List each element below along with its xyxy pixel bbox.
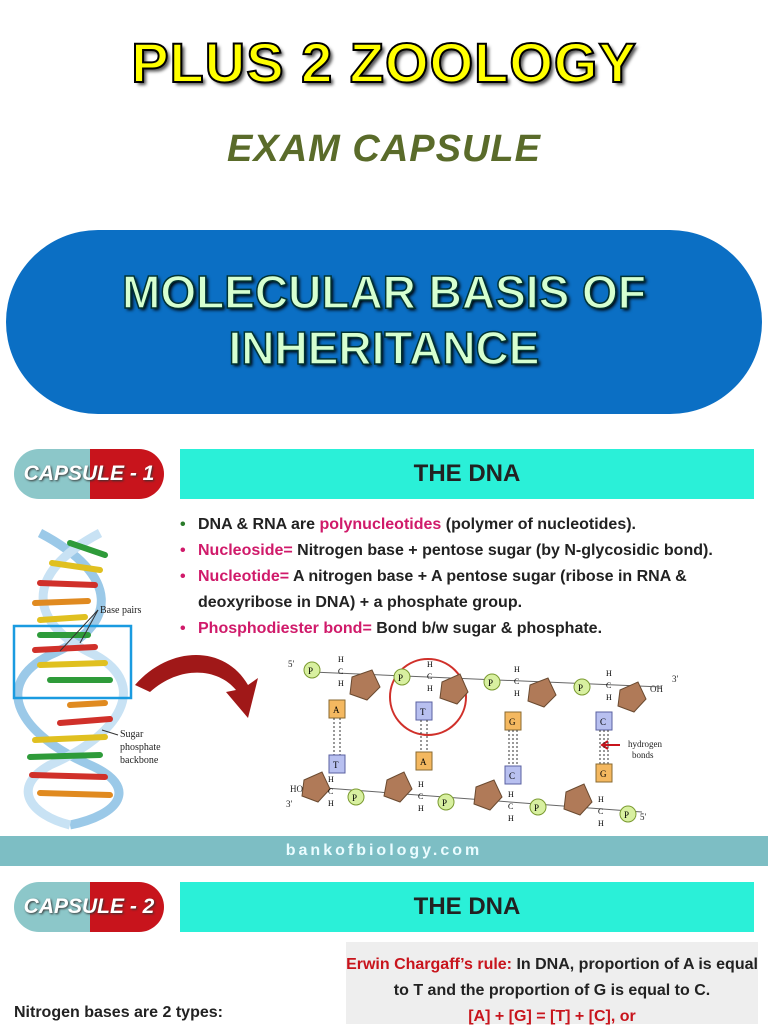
svg-text:H: H [598,819,604,828]
svg-text:C: C [514,677,519,686]
svg-text:P: P [578,683,583,693]
capsule-1-heading: THE DNA [180,449,754,499]
svg-text:H: H [606,669,612,678]
svg-text:T: T [420,707,426,717]
svg-text:P: P [488,678,493,688]
strand-label-5-bottom: 5′ [640,812,647,822]
strand-label-3-bottom: 3′ [286,799,293,809]
capsule-2-heading: THE DNA [180,882,754,932]
svg-text:H: H [338,655,344,664]
svg-text:H: H [514,665,520,674]
page-subtitle: EXAM CAPSULE [227,128,541,170]
svg-text:P: P [308,666,313,676]
capsule-1-bullets: DNA & RNA are polynucleotides (polymer o… [176,512,766,642]
backbone-label-3: backbone [120,755,159,766]
capsule-1-tag: CAPSULE - 1 [14,449,164,499]
svg-text:A: A [420,757,427,767]
svg-text:C: C [509,771,515,781]
svg-text:H: H [338,679,344,688]
capsule-2-tag: CAPSULE - 2 [14,882,164,932]
nitrogen-bases-heading: Nitrogen bases are 2 types: [14,1004,223,1021]
hydrogen-label: hydrogen [628,739,662,749]
strand-label-3-top: 3′ [672,674,679,684]
svg-text:C: C [606,681,611,690]
svg-text:C: C [338,667,343,676]
svg-text:H: H [427,660,433,669]
chargaff-rule-body: In DNA, proportion of A is equal to T an… [393,956,758,999]
svg-text:H: H [418,780,424,789]
svg-text:H: H [514,689,520,698]
svg-text:T: T [333,760,339,770]
chargaff-rule-formula: [A] + [G] = [T] + [C], or [468,1008,636,1025]
chargaff-rule-box [346,942,758,1024]
svg-text:P: P [442,798,447,808]
svg-text:P: P [352,793,357,803]
svg-text:H: H [508,790,514,799]
dna-helix-illustration: Base pairs Sugar phosphate backbone [12,529,161,830]
topic-line-2: INHERITANCE [228,321,540,375]
svg-text:H: H [427,684,433,693]
backbone-label-2: phosphate [120,742,161,753]
svg-text:C: C [600,717,606,727]
svg-text:P: P [624,810,629,820]
svg-text:H: H [328,799,334,808]
top-strand: P H C H A P H C H T P H C H G [303,655,663,731]
bottom-strand: T H C H P A H C H P C H C H P G H C H P [301,751,643,828]
dna-strand-diagram: 5′ 3′ OH HO 3′ 5′ hydrogen bonds P H C H… [286,655,679,828]
capsule-1-label: CAPSULE - 1 [23,462,155,485]
watermark-band: bankofbiology.com [0,836,768,866]
svg-text:H: H [598,795,604,804]
capsule-2-label: CAPSULE - 2 [23,895,155,918]
svg-text:H: H [508,814,514,823]
backbone-label-1: Sugar [120,729,144,740]
svg-text:C: C [598,807,603,816]
topic-line-1: MOLECULAR BASIS OF [121,265,646,319]
svg-text:H: H [606,693,612,702]
svg-text:C: C [328,787,333,796]
svg-text:A: A [333,705,340,715]
svg-text:P: P [534,803,539,813]
svg-text:C: C [508,802,513,811]
svg-text:G: G [509,717,516,727]
chargaff-rule-title: Erwin Chargaff’s rule: [346,956,513,973]
topic-banner-text: MOLECULAR BASIS OF INHERITANCE [0,264,768,376]
chargaff-rule-text: Erwin Chargaff’s rule: In DNA, proportio… [346,952,758,1030]
bullet-item: Nucleoside= Nitrogen base + pentose suga… [176,538,766,564]
oh-label: OH [650,684,663,694]
bullet-item: Nucleotide= A nitrogen base + A pentose … [176,564,766,616]
bonds-label: bonds [632,750,654,760]
bullet-item: DNA & RNA are polynucleotides (polymer o… [176,512,766,538]
svg-text:G: G [600,769,607,779]
svg-text:H: H [328,775,334,784]
bullet-item: Phosphodiester bond= Bond b/w sugar & ph… [176,616,766,642]
page-title: PLUS 2 ZOOLOGY [130,30,637,95]
svg-text:P: P [398,673,403,683]
base-pairs-label: Base pairs [100,605,141,616]
svg-text:C: C [427,672,432,681]
strand-label-5-top: 5′ [288,659,295,669]
svg-text:C: C [418,792,423,801]
svg-text:H: H [418,804,424,813]
ho-label: HO [290,784,303,794]
topic-banner [6,230,762,414]
arrow-icon [135,655,258,718]
